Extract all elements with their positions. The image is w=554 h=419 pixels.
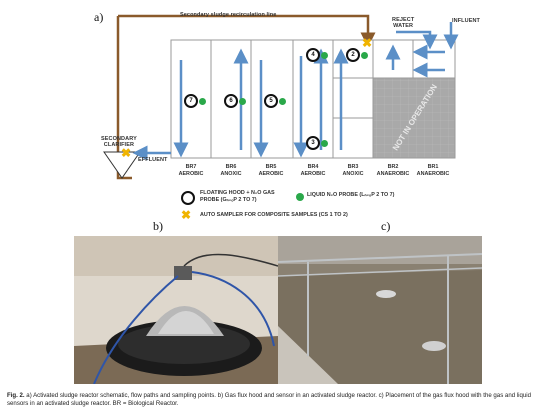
figure-caption: Fig. 2. a) Activated sludge reactor sche… — [7, 392, 551, 408]
gas-hood-2-icon: 2 — [346, 48, 360, 62]
influent-label: INFLUENT — [452, 18, 480, 24]
gas-hood-7-icon: 7 — [184, 94, 198, 108]
reject-water-label: REJECT WATER — [392, 17, 415, 29]
gas-hood-4-icon: 4 — [306, 48, 320, 62]
legend-liquid-icon — [296, 193, 304, 201]
liquid-probe-5-icon — [279, 98, 286, 105]
reactor-label-br2: BR2 ANAEROBIC — [376, 164, 410, 177]
effluent-label: EFFLUENT — [138, 157, 168, 163]
sampler-2-icon: ✖ — [362, 36, 373, 50]
sampler-1-icon: ✖ — [121, 146, 132, 160]
recirculation-pipe — [116, 16, 132, 180]
liquid-probe-7-icon — [199, 98, 206, 105]
not-in-operation-area — [372, 77, 456, 159]
gas-hood-6-icon: 6 — [224, 94, 238, 108]
reactor-placement-photo — [278, 236, 482, 384]
gas-flux-hood-photo — [74, 236, 278, 384]
reactor-label-br1: BR1 ANAEROBIC — [416, 164, 450, 177]
liquid-probe-3-icon — [321, 140, 328, 147]
reactor-label-br3: BR3 ANOXIC — [342, 164, 364, 177]
liquid-probe-4-icon — [321, 52, 328, 59]
secondary-clarifier-label: SECONDARY CLARIFIER — [101, 136, 137, 148]
reactor-label-br5: BR5 AEROBIC — [258, 164, 284, 177]
liquid-probe-6-icon — [239, 98, 246, 105]
panel-a-label: a) — [94, 10, 104, 24]
panel-b-label: b) — [153, 219, 163, 233]
caption-text: a) Activated sludge reactor schematic, f… — [7, 392, 532, 407]
legend-liquid-text: LIQUID N₂O PROBE (Lₙ₂ₒP 2 TO 7) — [307, 192, 395, 198]
legend-sampler-icon: ✖ — [181, 208, 192, 222]
legend-sampler-text: AUTO SAMPLER FOR COMPOSITE SAMPLES (CS 1… — [200, 212, 348, 218]
secondary-clarifier-shape — [103, 151, 141, 179]
gas-hood-5-icon: 5 — [264, 94, 278, 108]
reactor-label-br6: BR6 ANOXIC — [220, 164, 242, 177]
reactor-label-br7: BR7 AEROBIC — [178, 164, 204, 177]
gas-hood-3-icon: 3 — [306, 136, 320, 150]
legend-hood-icon — [181, 191, 195, 205]
recirculation-line-label: Secondary sludge recirculation line — [180, 12, 277, 18]
legend-hood-text: FLOATING HOOD + N₂O GAS PROBE (Gₙ₂ₒP 2 T… — [200, 190, 275, 203]
panel-c-label: c) — [381, 219, 391, 233]
caption-label: Fig. 2. — [7, 392, 25, 399]
liquid-probe-2-icon — [361, 52, 368, 59]
reactor-label-br4: BR4 AEROBIC — [300, 164, 326, 177]
